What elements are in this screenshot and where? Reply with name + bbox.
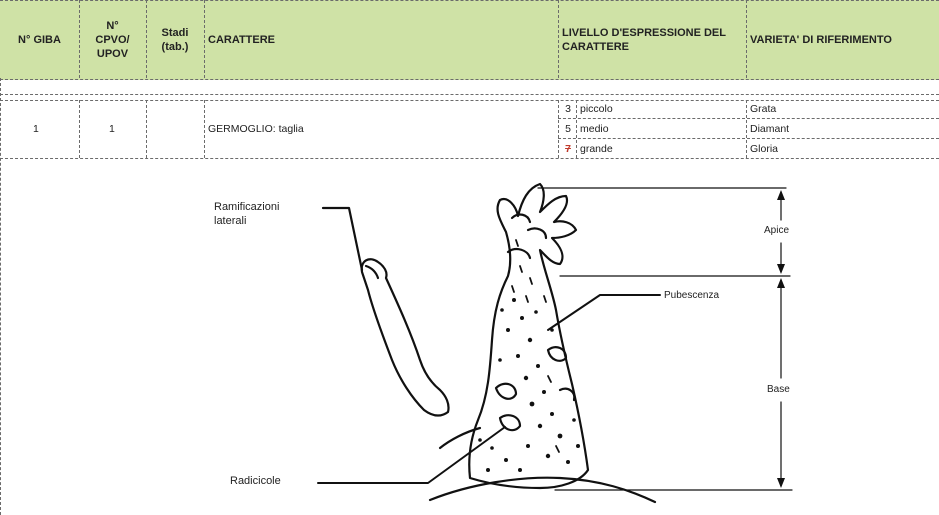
header-livello: LIVELLO D'ESPRESSIONE DEL CARATTERE: [562, 1, 747, 79]
divider: [0, 78, 1, 515]
label-ramificazioni: Ramificazioni laterali: [214, 200, 279, 228]
divider: [0, 100, 939, 101]
divider: [558, 138, 939, 139]
divider: [146, 0, 147, 78]
variety-name: Gloria: [750, 143, 778, 155]
header-giba: N° GIBA: [0, 1, 79, 79]
header-cpvo: N° CPVO/ UPOV: [79, 1, 146, 79]
cell-giba: 1: [33, 123, 39, 135]
header-varieta-text: VARIETA' DI RIFERIMENTO: [750, 33, 892, 47]
header-carattere-text: CARATTERE: [208, 33, 275, 47]
divider: [558, 0, 559, 78]
header-carattere: CARATTERE: [208, 1, 558, 79]
header-cpvo-line1: N°: [95, 19, 129, 33]
cell-carattere: GERMOGLIO: taglia: [208, 123, 304, 135]
level-number-marked: 7: [563, 143, 573, 155]
label-ramificazioni-line2: laterali: [214, 214, 279, 228]
divider: [0, 94, 939, 95]
level-number: 5: [563, 123, 573, 135]
divider: [0, 158, 939, 159]
header-livello-line2: CARATTERE: [562, 40, 726, 54]
divider: [746, 100, 747, 158]
divider: [558, 100, 559, 158]
level-label: piccolo: [580, 103, 613, 115]
divider: [204, 0, 205, 78]
label-radicicole: Radicicole: [230, 474, 281, 488]
header-giba-text: N° GIBA: [18, 33, 61, 47]
header-stadi: Stadi (tab.): [146, 1, 204, 79]
header-livello-line1: LIVELLO D'ESPRESSIONE DEL: [562, 26, 726, 40]
divider: [558, 118, 939, 119]
divider: [746, 0, 747, 78]
header-stadi-line1: Stadi: [162, 26, 189, 40]
header-cpvo-line3: UPOV: [95, 47, 129, 61]
label-pubescenza: Pubescenza: [664, 289, 719, 303]
level-label: grande: [580, 143, 613, 155]
label-ramificazioni-line1: Ramificazioni: [214, 200, 279, 214]
variety-name: Grata: [750, 103, 776, 115]
label-base: Base: [767, 383, 790, 397]
header-varieta: VARIETA' DI RIFERIMENTO: [750, 1, 939, 79]
divider: [576, 100, 577, 158]
cell-cpvo: 1: [109, 123, 115, 135]
table-header: N° GIBA N° CPVO/ UPOV Stadi (tab.) CARAT…: [0, 0, 939, 80]
divider: [204, 100, 205, 158]
level-number: 3: [563, 103, 573, 115]
level-label: medio: [580, 123, 609, 135]
divider: [79, 100, 80, 158]
header-cpvo-line2: CPVO/: [95, 33, 129, 47]
divider: [79, 0, 80, 78]
divider: [146, 100, 147, 158]
variety-name: Diamant: [750, 123, 789, 135]
header-stadi-line2: (tab.): [162, 40, 189, 54]
label-apice: Apice: [764, 224, 789, 238]
